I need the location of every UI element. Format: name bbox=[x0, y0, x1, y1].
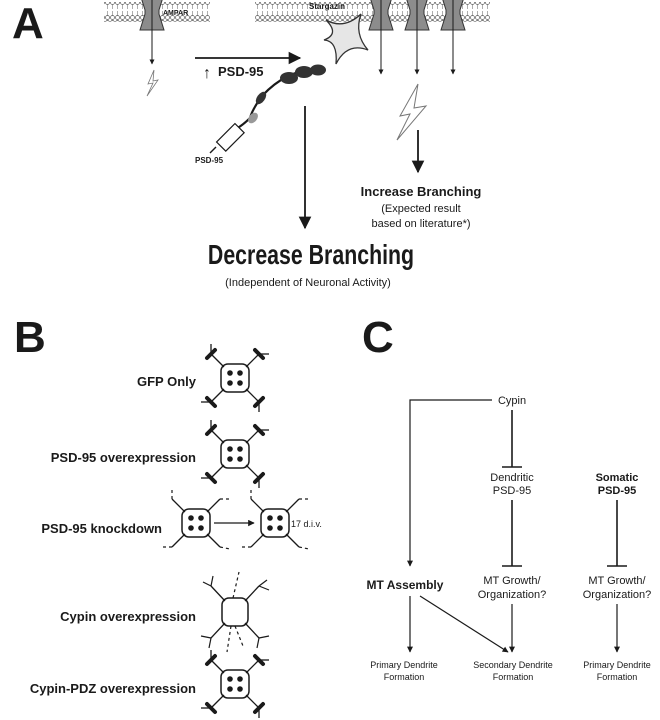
small-lightning-icon bbox=[146, 69, 159, 97]
increase-title: Increase Branching bbox=[361, 184, 482, 199]
dendritic-psd95-line1: Dendritic bbox=[490, 472, 534, 484]
increase-note-1: (Expected result bbox=[381, 203, 460, 215]
row-label-cypin-pdz-overexpression: Cypin-PDZ overexpression bbox=[30, 681, 196, 696]
psd95-protein bbox=[209, 64, 326, 154]
dendritic-psd95-line2: PSD-95 bbox=[493, 485, 532, 497]
panel-b: B GFP Only PSD-95 overexpression PSD-95 … bbox=[14, 313, 322, 720]
panel-c: C Cypin Dendritic PSD-95 Somatic PSD-95 … bbox=[362, 313, 651, 682]
primary-dendrite-a-line2: Formation bbox=[384, 672, 425, 682]
neuron-cypin-pdz-overexpression bbox=[199, 648, 271, 720]
panel-c-letter: C bbox=[362, 313, 394, 362]
primary-dendrite-b-line1: Primary Dendrite bbox=[583, 660, 651, 670]
somatic-psd95-line1: Somatic bbox=[596, 472, 639, 484]
row-label-cypin-overexpression: Cypin overexpression bbox=[60, 609, 196, 624]
mt-growth-dendritic-line1: MT Growth/ bbox=[483, 575, 541, 587]
row-label-gfp: GFP Only bbox=[137, 374, 197, 389]
mt-assembly-to-secondary-arrow bbox=[419, 595, 509, 653]
mt-growth-somatic-line1: MT Growth/ bbox=[588, 575, 646, 587]
cypin-node: Cypin bbox=[498, 395, 526, 407]
neuron-knockdown-early bbox=[159, 486, 233, 550]
primary-dendrite-b-line2: Formation bbox=[597, 672, 638, 682]
neuron-psd95-overexpression bbox=[199, 418, 271, 490]
psd95-up-arrow: ↑ bbox=[203, 65, 211, 82]
neuron-knockdown-late bbox=[238, 486, 312, 550]
panel-a-letter: A bbox=[12, 0, 44, 48]
stargazin-shape bbox=[323, 13, 369, 65]
neuron-gfp bbox=[199, 342, 271, 414]
primary-dendrite-a-line1: Primary Dendrite bbox=[370, 660, 438, 670]
mt-growth-dendritic-line2: Organization? bbox=[478, 589, 547, 601]
ampar-label: AMPAR bbox=[163, 10, 188, 17]
row-label-psd95-knockdown: PSD-95 knockdown bbox=[41, 521, 162, 536]
psd95-construct-label: PSD-95 bbox=[195, 156, 224, 165]
increase-note-2: based on literature*) bbox=[371, 218, 470, 230]
panel-b-letter: B bbox=[14, 313, 46, 362]
neuron-cypin-overexpression bbox=[200, 571, 270, 653]
stargazin-label: Stargazin bbox=[309, 2, 345, 11]
knockdown-annotation: 17 d.i.v. bbox=[291, 519, 322, 529]
row-label-psd95-overexpression: PSD-95 overexpression bbox=[51, 450, 196, 465]
cypin-to-mt-assembly-arrow bbox=[407, 399, 492, 567]
somatic-psd95-line2: PSD-95 bbox=[598, 485, 637, 497]
membrane-right bbox=[255, 2, 490, 22]
mt-assembly-node: MT Assembly bbox=[367, 578, 444, 592]
mt-growth-somatic-line2: Organization? bbox=[583, 589, 652, 601]
decrease-title: Decrease Branching bbox=[208, 239, 414, 271]
decrease-note: (Independent of Neuronal Activity) bbox=[225, 277, 391, 289]
large-lightning-icon bbox=[396, 83, 428, 141]
secondary-dendrite-line2: Formation bbox=[493, 672, 534, 682]
secondary-dendrite-line1: Secondary Dendrite bbox=[473, 660, 553, 670]
psd95-up-label: PSD-95 bbox=[218, 64, 264, 79]
panel-a: A AMPAR Stargazin ↑ PSD-95 PSD-95 bbox=[12, 0, 490, 289]
